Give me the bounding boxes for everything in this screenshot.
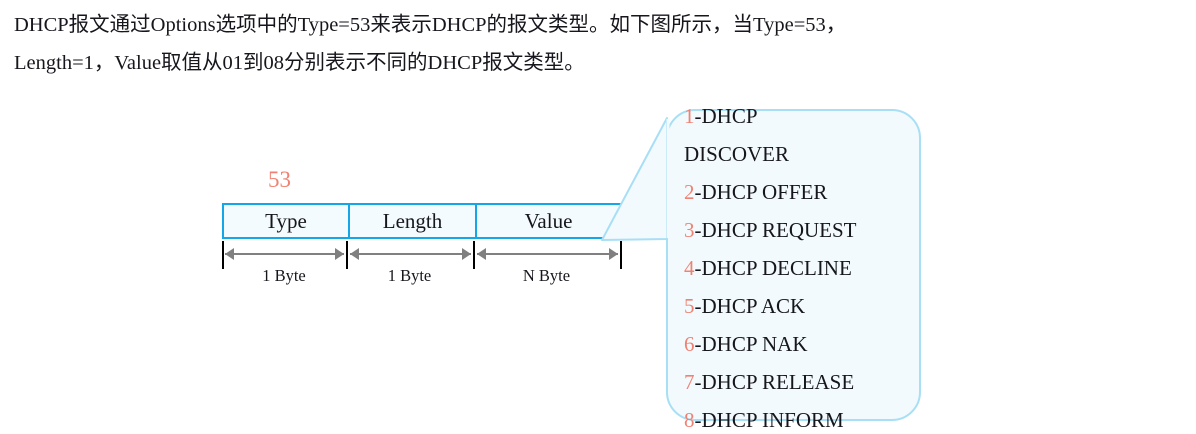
list-item: DISCOVER [684,144,789,165]
arrowhead-left-length [350,248,359,260]
list-item-number: 1 [684,104,695,128]
list-item-label: DHCP DECLINE [701,256,852,280]
paragraph-line-2: Length=1，Value取值从01到08分别表示不同的DHCP报文类型。 [14,52,585,74]
list-item-label: DHCP [701,104,758,128]
list-item: 4-DHCP DECLINE [684,258,852,279]
list-item-separator: - [694,408,702,432]
list-item-label: DHCP RELEASE [701,370,855,394]
paragraph-line-1: DHCP报文通过Options选项中的Type=53来表示DHCP的报文类型。如… [14,14,847,36]
callout-bubble [601,109,921,421]
dimension-tick-1 [346,241,348,269]
dimension-arrow-length [350,253,471,255]
list-item: 8-DHCP INFORM [684,410,844,431]
list-item-label: DISCOVER [684,142,790,166]
list-item-separator: - [694,218,702,242]
list-item-number: 8 [684,408,695,432]
list-item: 2-DHCP OFFER [684,182,827,203]
callout-body [666,109,921,421]
callout-tail [601,117,668,241]
dimension-label-type: 1 Byte [262,266,306,285]
dimension-tick-3 [620,241,622,269]
list-item-separator: - [694,294,702,318]
list-item: 3-DHCP REQUEST [684,220,857,241]
type-value-annotation: 53 [268,167,291,192]
list-item-number: 5 [684,294,695,318]
list-item-label: DHCP OFFER [701,180,828,204]
arrowhead-right-type [335,248,344,260]
tlv-cell-value: Value [477,205,620,237]
tlv-diagram: 53 Type Length Value 1 Byte 1 Byte N Byt… [0,95,1196,434]
dimension-tick-2 [473,241,475,269]
tlv-dimension-ruler: 1 Byte 1 Byte N Byte [222,241,622,287]
body-paragraph: DHCP报文通过Options选项中的Type=53来表示DHCP的报文类型。如… [14,6,1190,82]
dimension-label-value: N Byte [522,266,571,285]
list-item-separator: - [694,256,702,280]
list-item-separator: - [694,180,702,204]
arrowhead-right-length [462,248,471,260]
list-item-separator: - [694,332,702,356]
list-item: 1-DHCP [684,106,758,127]
tlv-cell-type: Type [224,205,350,237]
list-item-number: 3 [684,218,695,242]
arrowhead-left-value [477,248,486,260]
list-item-separator: - [694,104,702,128]
tlv-cell-length: Length [350,205,477,237]
list-item-number: 7 [684,370,695,394]
list-item-label: DHCP REQUEST [701,218,857,242]
dimension-arrow-type [225,253,344,255]
dimension-label-length: 1 Byte [387,266,432,285]
list-item-label: DHCP ACK [701,294,806,318]
tlv-table: Type Length Value [222,203,622,239]
list-item: 5-DHCP ACK [684,296,805,317]
list-item-separator: - [694,370,702,394]
arrowhead-left-type [225,248,234,260]
list-item: 7-DHCP RELEASE [684,372,854,393]
dimension-tick-0 [222,241,224,269]
dimension-arrow-value [477,253,618,255]
list-item-label: DHCP NAK [701,332,808,356]
list-item-label: DHCP INFORM [701,408,844,432]
arrowhead-right-value [609,248,618,260]
list-item: 6-DHCP NAK [684,334,807,355]
list-item-number: 2 [684,180,695,204]
list-item-number: 4 [684,256,695,280]
list-item-number: 6 [684,332,695,356]
